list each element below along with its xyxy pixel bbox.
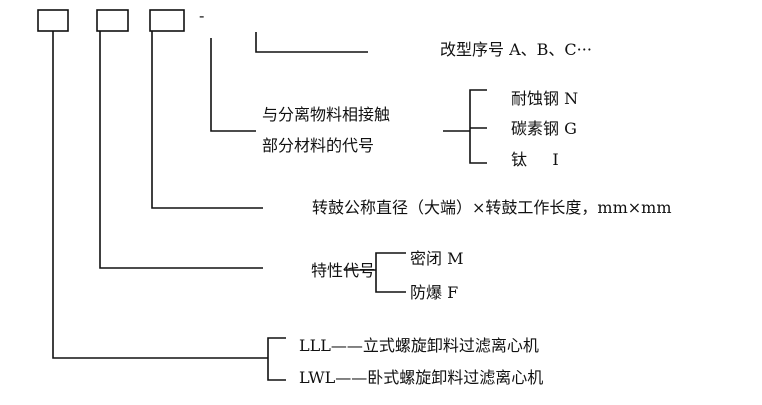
separator-dash: - — [199, 6, 205, 25]
feature-bracket — [375, 252, 406, 293]
material-option-stainless: 耐蚀钢 N — [511, 89, 579, 108]
drum-size-label: 转鼓公称直径（大端）×转鼓工作长度，mm×mm — [312, 198, 672, 217]
code-box-1 — [37, 9, 69, 32]
material-option-carbon: 碳素钢 G — [511, 119, 577, 138]
branch-feature — [99, 31, 263, 269]
feature-code-label: 特性代号 — [311, 261, 376, 280]
branch-type — [52, 31, 268, 359]
modification-sequence-label: 改型序号 A、B、C··· — [440, 40, 592, 59]
code-box-2 — [96, 9, 129, 32]
material-code-label-line1: 与分离物料相接触 — [262, 105, 391, 124]
material-code-label-line2: 部分材料的代号 — [262, 136, 375, 155]
type-option-horizontal: LWL——卧式螺旋卸料过滤离心机 — [299, 368, 544, 387]
branch-material — [210, 38, 256, 132]
feature-option-sealed: 密闭 M — [410, 249, 464, 268]
material-option-titanium: 钛 I — [511, 150, 559, 169]
branch-drum — [151, 31, 263, 209]
material-bracket — [469, 89, 487, 164]
code-box-3 — [149, 9, 185, 32]
feature-option-explosion-proof: 防爆 F — [410, 283, 459, 302]
type-bracket — [267, 337, 286, 381]
branch-modification — [255, 32, 368, 53]
type-option-vertical: LLL——立式螺旋卸料过滤离心机 — [299, 336, 539, 355]
